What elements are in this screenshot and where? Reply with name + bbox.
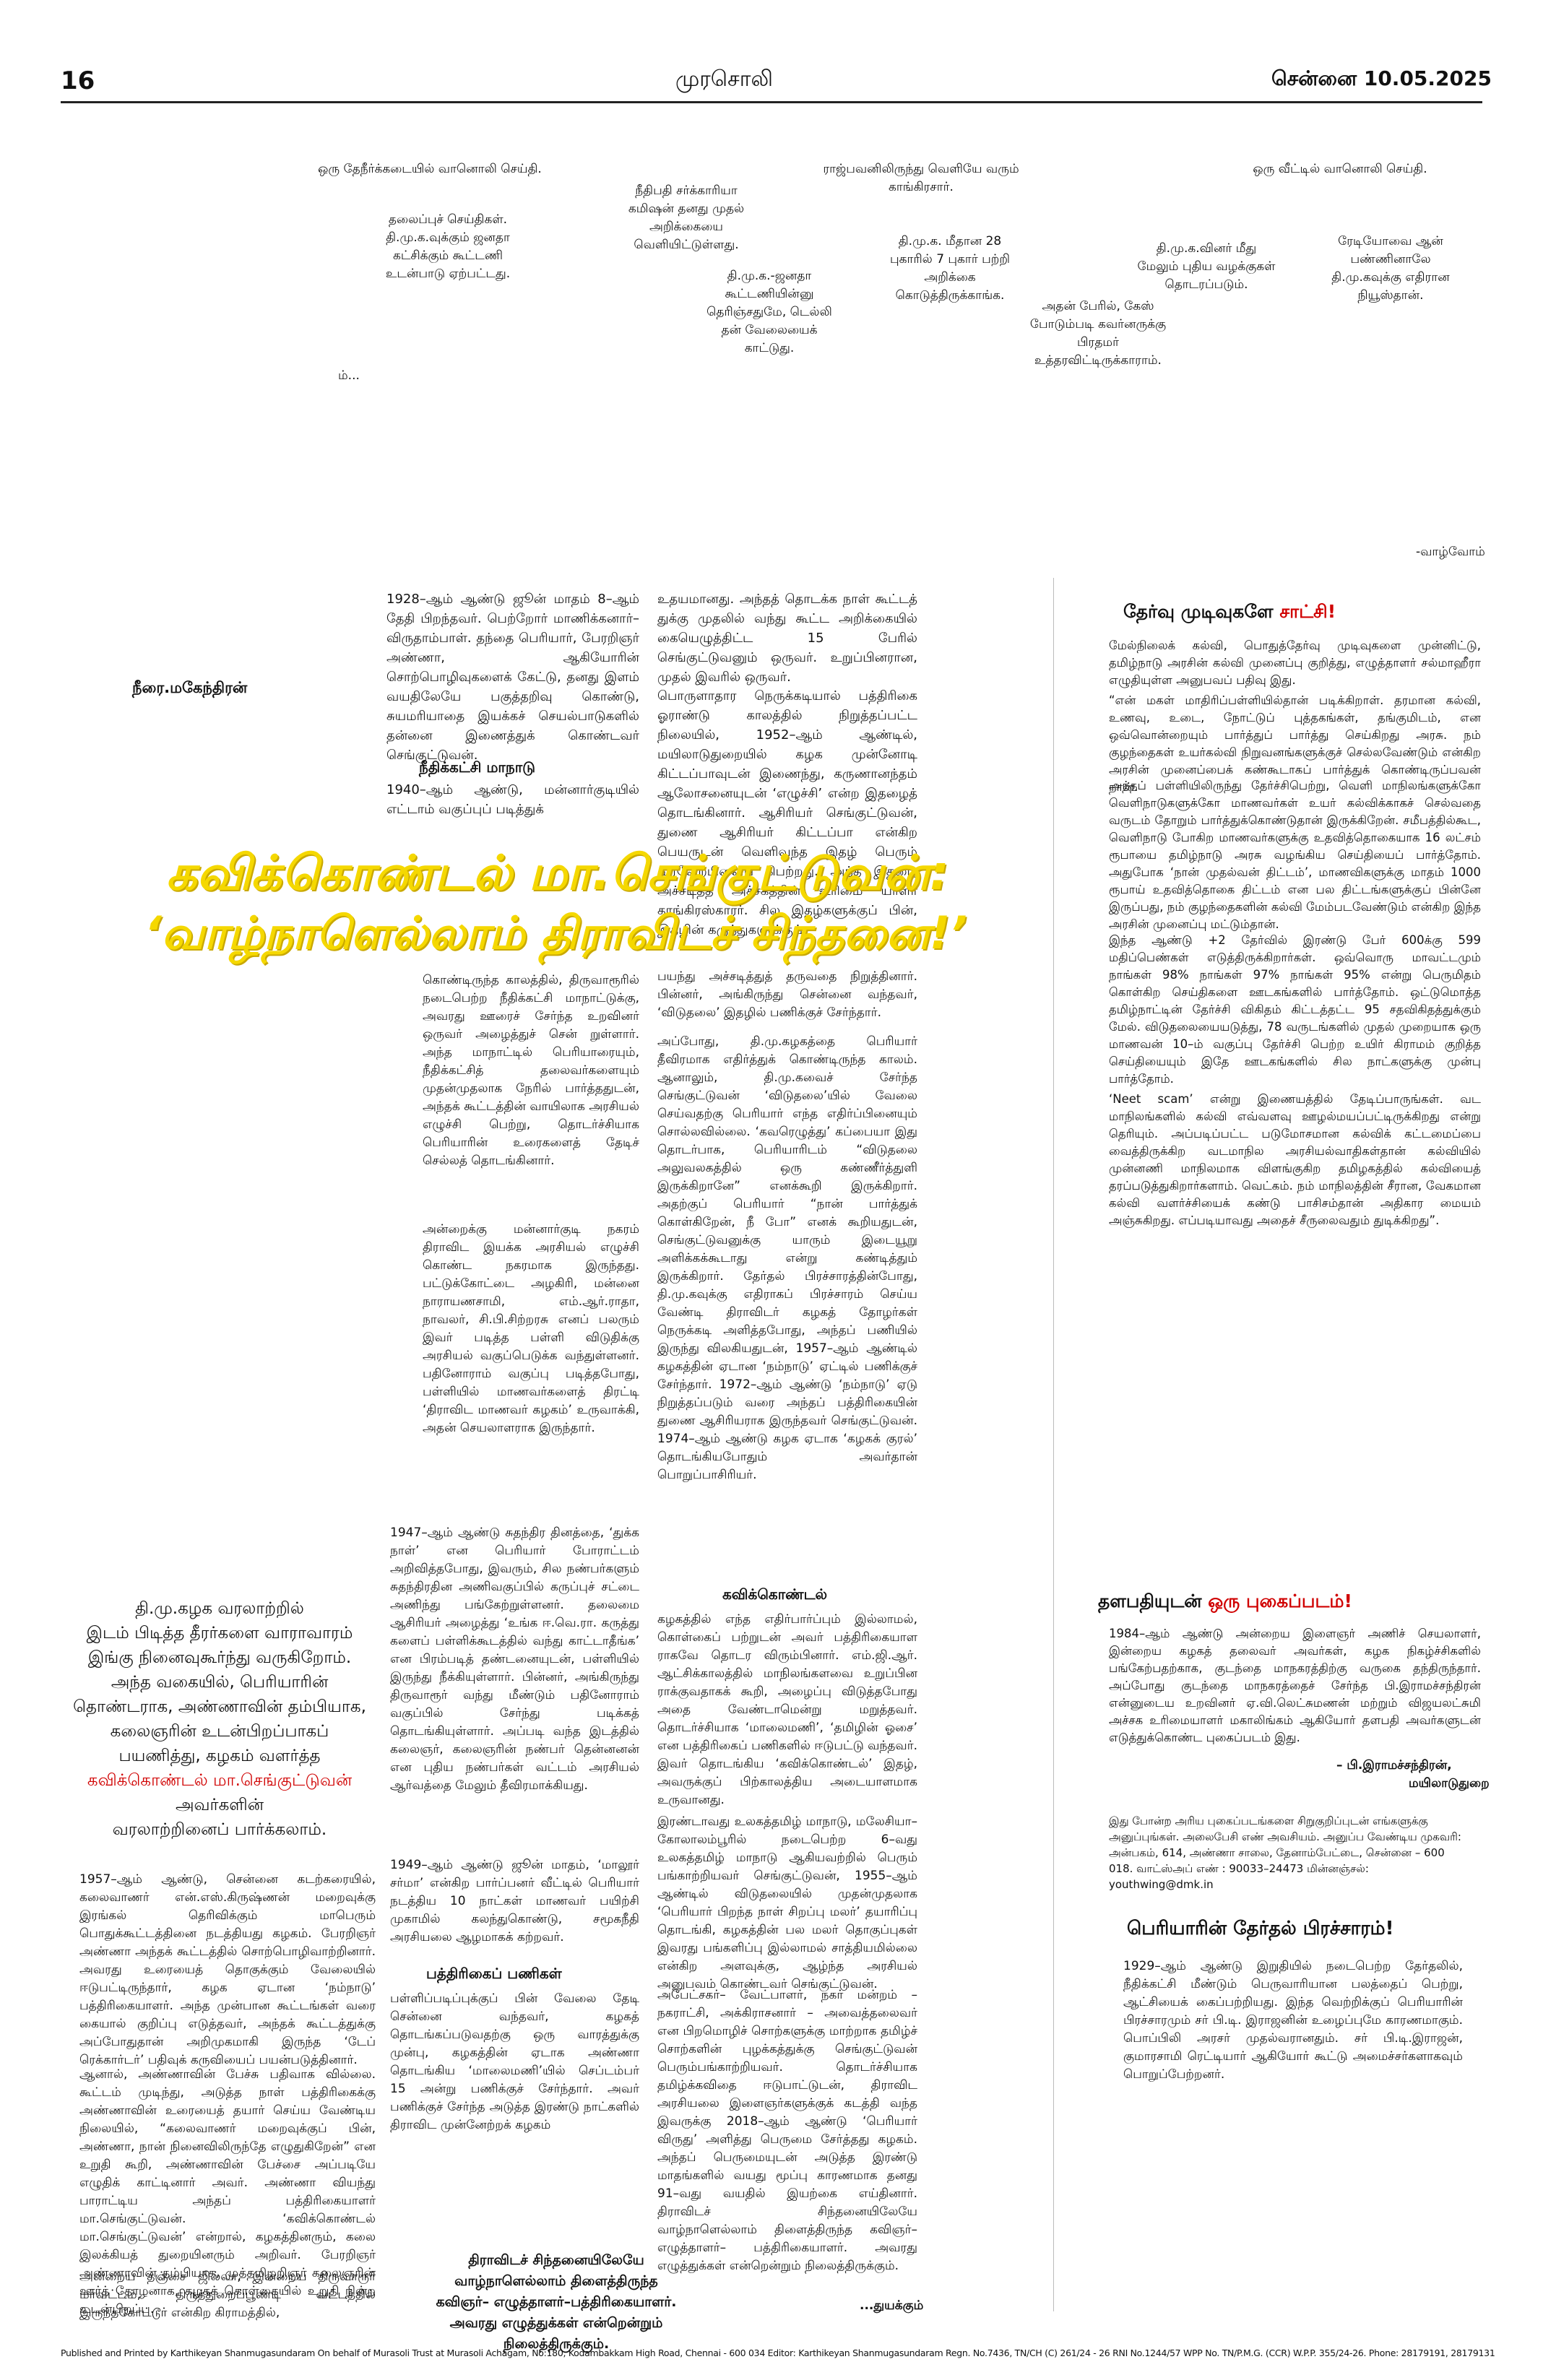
sidebar-box2-title-accent: ஒரு புகைப்படம்!: [1208, 1591, 1352, 1611]
header-rule: [61, 101, 1482, 103]
intro-line-2: இடம் பிடித்த தீரர்களை வாராவாரம்: [86, 1624, 353, 1643]
top-caption-7: தி.மு.க.வினர் மீது மேலும் புதிய வழக்குகள…: [1137, 241, 1276, 292]
sidebar-box1-title-accent: சாட்சி!: [1279, 601, 1336, 622]
article-col-c-a: பயந்து அச்சடித்துத் தருவதை நிறுத்தினார்.…: [657, 969, 917, 1020]
sidebar-box1-para2: “என் மகள் மாதிரிப்பள்ளியில்தான் படிக்கிற…: [1109, 693, 1481, 794]
top-caption-2: ராஜ்பவனிலிருந்து வெளியே வரும் காங்கிரசார…: [823, 162, 1019, 194]
top-caption-11: ம்...: [338, 368, 360, 383]
top-caption-3: ஒரு வீட்டில் வானொலி செய்தி.: [1253, 162, 1427, 176]
subhead-nidhikkatchi: நீதிக்கட்சி மாநாடு: [419, 758, 536, 776]
intro-tail-2: வரலாற்றினைப் பார்க்கலாம்.: [112, 1820, 327, 1839]
intro-line-4: அந்த வகையில், பெரியாரின்: [111, 1673, 329, 1692]
top-caption-9: தி.மு.க.-ஜனதா கூட்டணியின்னு தெரிஞ்சதுமே,…: [706, 269, 832, 355]
sidebar-box2-credit-name: – பி.இராமச்சந்திரன்,: [1336, 1758, 1452, 1773]
headline-line-1: கவிக்கொண்டல் மா.செங்குட்டுவன்:: [166, 845, 949, 901]
article-col-mid-c: 1947–ஆம் ஆண்டு சுதந்திர தினத்தை, ‘துக்க …: [390, 1526, 639, 1793]
sidebar-box2-title: தளபதியுடன் ஒரு புகைப்படம்!: [1098, 1591, 1352, 1611]
intro-line-7: பயணித்து, கழகம் வளர்த்த: [118, 1747, 321, 1765]
byline: நீரை.மகேந்திரன்: [132, 679, 248, 696]
sidebar-box1-para1: மேல்நிலைக் கல்வி, பொதுத்தேர்வு முடிவுகளை…: [1109, 639, 1481, 687]
intro-line-1: தி.மு.கழக வரலாற்றில்: [135, 1599, 304, 1618]
article-col-left-b: ஆனால், அண்ணாவின் பேச்சு பதிவாக வில்லை. க…: [79, 2067, 376, 2316]
top-caption-10: அதன் பேரில், கேஸ் போடும்படி கவர்னருக்கு …: [1029, 299, 1167, 368]
article-col-a-top: 1928–ஆம் ஆண்டு ஜூன் மாதம் 8–ஆம் தேதி பிற…: [386, 592, 639, 763]
article-col-mid-e: பள்ளிப்படிப்புக்குப் பின் வேலை தேடி சென்…: [390, 1991, 639, 2132]
sidebar-box1-para5: ‘Neet scam’ என்று இணையத்தில் தேடிப்பாருங…: [1109, 1092, 1481, 1227]
intro-box: தி.மு.கழக வரலாற்றில் இடம் பிடித்த தீரர்க…: [61, 1596, 379, 1842]
sidebar-box1-para4: இந்த ஆண்டு +2 தேர்வில் இரண்டு பேர் 600க்…: [1109, 933, 1481, 1086]
sidebar-box3-title: பெரியாரின் தேர்தல் பிரச்சாரம்!: [1127, 1918, 1394, 1939]
top-caption-5: தலைப்புச் செய்திகள். தி.மு.க.வுக்கும் ஜன…: [385, 212, 511, 281]
sidebar-box1-para3: அந்தப் பள்ளியிலிருந்து தேர்ச்சிபெற்று, வ…: [1109, 779, 1481, 931]
article-col-a-next: 1940–ஆம் ஆண்டு, மன்னார்குடியில் எட்டாம் …: [386, 782, 639, 817]
intro-highlight-name: கவிக்கொண்டல் மா.செங்குட்டுவன்: [87, 1771, 353, 1790]
article-col-left-c: அன்றைய தஞ்சை ஜில்லா, இன்றைய திருவாரூர் ம…: [79, 2269, 376, 2320]
article-col-c-b: அப்போது, தி.மு.கழகத்தை பெரியார் தீவிரமாக…: [657, 1034, 917, 1482]
top-caption-1: ஒரு தேநீர்க்கடையில் வானொலி செய்தி.: [318, 162, 542, 176]
intro-tail-1: அவர்களின்: [175, 1796, 264, 1814]
top-caption-4: நீதிபதி சர்க்காரியா கமிஷன் தனது முதல் அற…: [628, 183, 745, 252]
headline-line-2: ‘வாழ்நாளெல்லாம் திராவிடச் சிந்தனை!’: [144, 906, 967, 959]
footer-imprint: Published and Printed by Karthikeyan Sha…: [61, 2347, 1495, 2358]
sidebar-box1-title: தேர்வு முடிவுகளே சாட்சி!: [1123, 601, 1336, 622]
sidebar-box3-para: 1929–ஆம் ஆண்டு இறுதியில் நடைபெற்ற தேர்தல…: [1123, 1959, 1463, 2082]
article-col-mid-a: கொண்டிருந்த காலத்தில், திருவாரூரில் நடைப…: [423, 973, 639, 1168]
top-caption-6: தி.மு.க. மீதான 28 புகாரில் 7 புகார் பற்ற…: [890, 234, 1010, 303]
sidebar-box2-para: 1984–ஆம் ஆண்டு அன்றைய இளைஞர் அணிச் செயலா…: [1109, 1627, 1481, 1744]
article-col-c-d: இரண்டாவது உலகத்தமிழ் மாநாடு, மலேசியா–கோல…: [657, 1814, 917, 1991]
sidebar-box2-credit-place: மயிலாடுதுறை: [1409, 1776, 1490, 1791]
intro-line-5: தொண்டராக, அண்ணாவின் தம்பியாக,: [73, 1697, 366, 1716]
article-col-b-top: உதயமானது. அந்தத் தொடக்க நாள் கூட்டத் துக…: [657, 592, 917, 685]
intro-line-6: கலைஞரின் உடன்பிறப்பாகப்: [110, 1722, 329, 1741]
subhead-kavikondal: கவிக்கொண்டல்: [722, 1585, 828, 1603]
sidebar-box2-submission-note: இது போன்ற அரிய புகைப்படங்களை சிறுகுறிப்ப…: [1109, 1814, 1461, 1891]
continues-marker: ...துயக்கும்: [860, 2298, 924, 2313]
column-rule: [1053, 578, 1054, 2311]
top-caption-8: ரேடியோவை ஆன் பண்ணினாலே தி.மு.கவுக்கு எதி…: [1331, 234, 1450, 303]
dateline: சென்னை 10.05.2025: [1271, 66, 1492, 90]
article-col-b-para2: பொருளாதார நெருக்கடியால் பத்திரிகை ஓராண்ட…: [657, 688, 917, 938]
page-number: 16: [61, 66, 95, 95]
intro-line-3: இங்கு நினைவுகூர்ந்து வருகிறோம்.: [87, 1648, 352, 1667]
masthead-title: முரசொலி: [675, 66, 773, 92]
article-col-c-c: கழகத்தில் எந்த எதிர்பார்ப்பும் இல்லாமல்,…: [657, 1612, 917, 1807]
series-tag: -வாழ்வோம்: [1416, 545, 1485, 559]
article-col-mid-b: அன்றைக்கு மன்னார்குடி நகரம் திராவிட இயக்…: [423, 1222, 639, 1435]
article-col-left-a: 1957–ஆம் ஆண்டு, சென்னை கடற்கரையில், கலைவ…: [79, 1872, 376, 2067]
article-col-mid-d: 1949–ஆம் ஆண்டு ஜூன் மாதம், ‘மாலூர் சர்மா…: [390, 1858, 639, 1944]
subhead-pathirikai: பத்திரிகைப் பணிகள்: [426, 1965, 562, 1982]
article-col-c-e: அபேட்சகர்– வேட்பாளர், நகர் மன்றம் – நகரா…: [657, 1988, 917, 2273]
pull-quote: திராவிடச் சிந்தனையிலேயே வாழ்நாளெல்லாம் த…: [436, 2252, 677, 2352]
